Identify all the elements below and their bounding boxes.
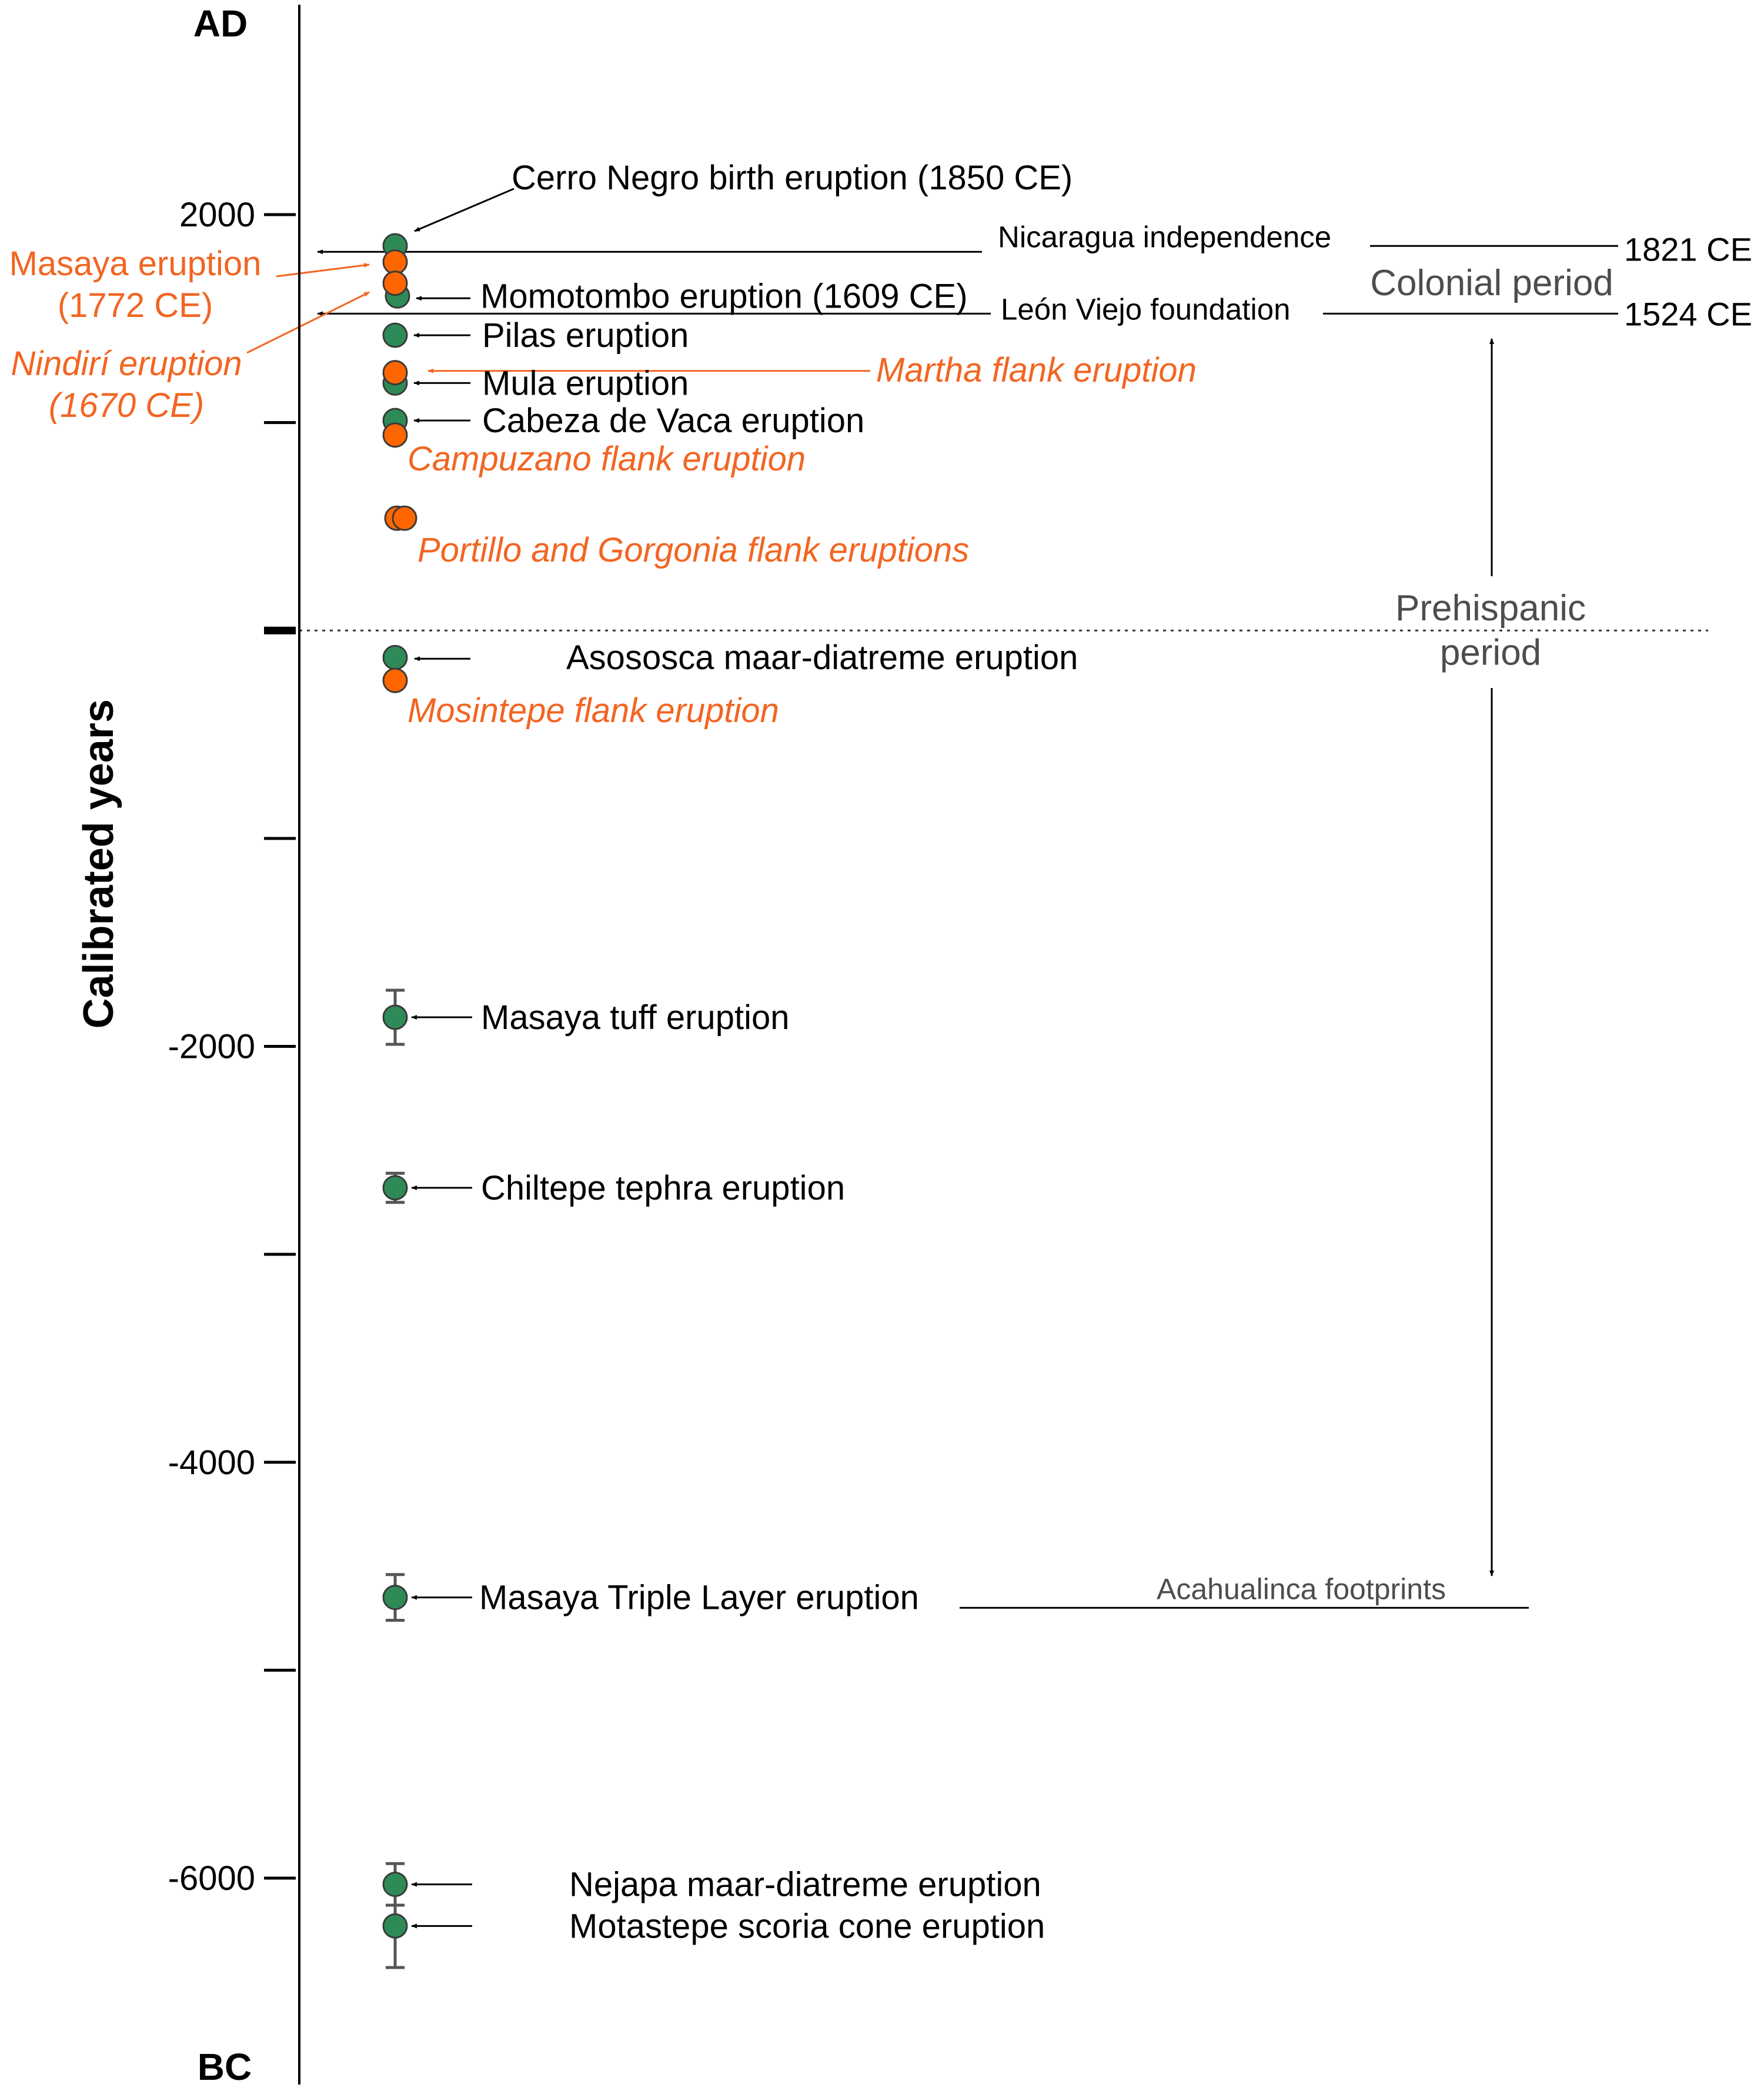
green-eruption-point <box>382 322 408 348</box>
eruption-label: Campuzano flank eruption <box>407 440 806 478</box>
y-axis <box>264 5 300 2085</box>
eruption-label: Masaya Triple Layer eruption <box>479 1579 919 1617</box>
label-arrow <box>414 188 514 232</box>
event-label: León Viejo foundation <box>1001 292 1291 326</box>
orange-eruption-point <box>392 505 417 531</box>
eruption-label: Cerro Negro birth eruption (1850 CE) <box>512 159 1073 197</box>
event-year-label: 1524 CE <box>1624 295 1752 332</box>
green-eruption-point <box>382 1872 408 1898</box>
green-eruption-point <box>382 1004 408 1030</box>
period-label: Colonial period <box>1370 263 1613 303</box>
eruption-label: Asososca maar-diatreme eruption <box>566 639 1078 677</box>
eruption-label: Portillo and Gorgonia flank eruptions <box>417 531 969 569</box>
eruption-label: Masaya eruption(1772 CE) <box>9 245 262 325</box>
event-label: Acahualinca footprints <box>1157 1572 1446 1605</box>
guide-lines-layer <box>246 188 1708 1929</box>
axis-top-label: AD <box>193 2 248 45</box>
orange-eruption-point <box>382 249 408 275</box>
green-eruption-point <box>382 1585 408 1611</box>
y-tick-label: -6000 <box>168 1859 255 1898</box>
eruption-label: Cabeza de Vaca eruption <box>482 402 864 440</box>
y-tick-label: -2000 <box>168 1028 255 1066</box>
orange-eruption-point <box>382 667 408 693</box>
eruption-label: Masaya tuff eruption <box>481 998 789 1037</box>
event-label: Nicaragua independence <box>998 220 1331 253</box>
eruption-label: Momotombo eruption (1609 CE) <box>480 277 968 315</box>
green-eruption-point <box>382 1913 408 1939</box>
green-eruption-point <box>382 1175 408 1201</box>
eruption-label: Mosintepe flank eruption <box>407 692 779 730</box>
orange-eruption-point <box>382 360 408 386</box>
eruption-label: Pilas eruption <box>482 316 689 355</box>
eruption-label: Nindirí eruption(1670 CE) <box>11 345 242 425</box>
label-arrow <box>276 263 370 278</box>
labels-layer: AD BC Calibrated years 2000 -2000 -4000 -6000 N… <box>9 2 1752 2088</box>
eruption-label: Mula eruption <box>482 364 689 402</box>
green-eruption-point <box>382 644 408 670</box>
event-year-label: 1821 CE <box>1624 231 1752 268</box>
y-tick-label: -4000 <box>168 1444 255 1482</box>
y-tick-label: 2000 <box>179 196 255 234</box>
label-arrow <box>246 291 370 354</box>
orange-eruption-point <box>382 422 408 448</box>
orange-eruption-point <box>382 270 408 296</box>
axis-bottom-label: BC <box>198 2046 252 2088</box>
eruption-label: Nejapa maar-diatreme eruption <box>569 1866 1041 1904</box>
data-points-layer <box>382 233 417 1969</box>
eruption-label: Chiltepe tephra eruption <box>481 1169 845 1207</box>
y-axis-title: Calibrated years <box>75 699 122 1028</box>
eruption-label: Martha flank eruption <box>876 351 1197 389</box>
eruption-label: Motastepe scoria cone eruption <box>569 1907 1045 1945</box>
